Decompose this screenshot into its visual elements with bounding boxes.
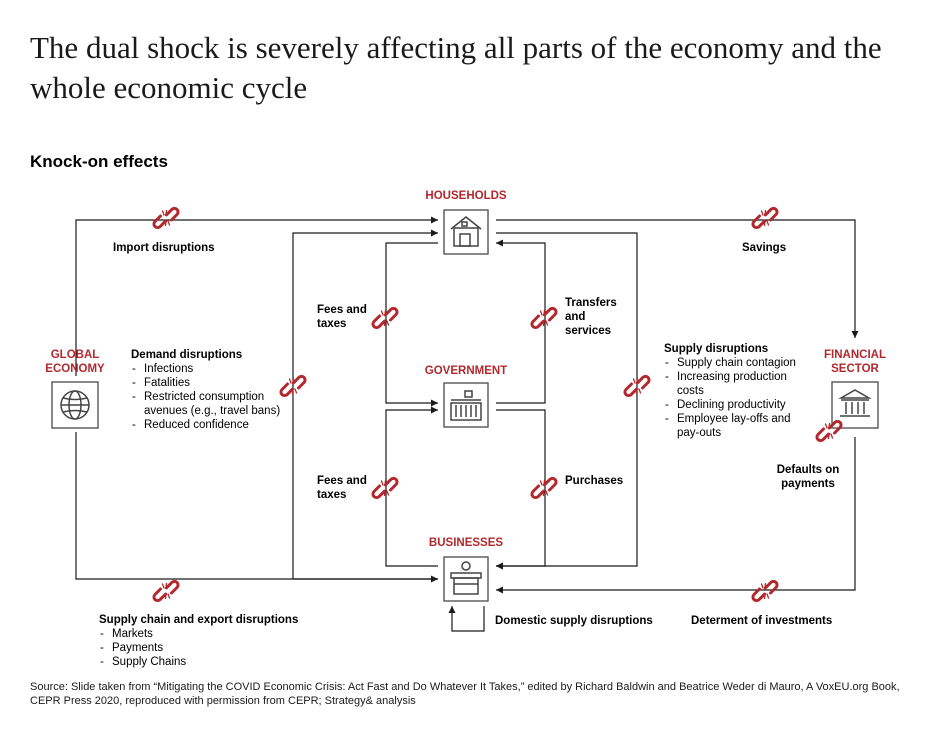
list-item: Payments	[99, 641, 339, 655]
list-item: Markets	[99, 627, 339, 641]
business-counter-icon	[450, 561, 482, 595]
government-building-icon	[450, 390, 482, 421]
list-item: Declining productivity	[664, 398, 810, 412]
node-label-global-economy: GLOBAL ECONOMY	[45, 349, 105, 375]
flow-label-import-disruptions: Import disruptions	[113, 242, 215, 254]
list-item: Restricted consumption avenues (e.g., tr…	[131, 390, 291, 418]
supply-disruptions-block: Supply disruptions Supply chain contagio…	[664, 342, 810, 440]
list-item: Employee lay-offs and pay-outs	[664, 412, 810, 440]
node-label-financial-sector: FINANCIAL SECTOR	[824, 349, 886, 375]
list-item: Supply Chains	[99, 655, 339, 669]
export-disruptions-block: Supply chain and export disruptions Mark…	[99, 613, 339, 669]
globe-icon	[60, 390, 90, 420]
list-item: Fatalities	[131, 376, 291, 390]
list-item: Supply chain contagion	[664, 356, 810, 370]
flow-label-purchases: Purchases	[565, 475, 624, 487]
broken-link-icon	[751, 206, 779, 230]
broken-link-icon	[751, 579, 779, 603]
broken-link-icon	[371, 476, 399, 500]
page-title: The dual shock is severely affecting all…	[30, 30, 882, 105]
list-item: Infections	[131, 362, 291, 376]
broken-link-icon	[152, 579, 180, 603]
flow-label-domestic-supply: Domestic supply disruptions	[495, 615, 653, 627]
diagram-subtitle: Knock-on effects	[30, 152, 168, 171]
flow-label-fees-taxes-businesses: Fees and taxes	[317, 475, 367, 501]
flow-label-transfers: Transfers and services	[565, 297, 617, 337]
flow-label-determent: Determent of investments	[691, 615, 833, 627]
flow-label-savings: Savings	[742, 242, 787, 254]
broken-link-icon	[530, 306, 558, 330]
house-icon	[450, 216, 482, 247]
broken-link-icon	[371, 306, 399, 330]
list-item: Reduced confidence	[131, 418, 291, 432]
demand-disruptions-block: Demand disruptions Infections Fatalities…	[131, 348, 291, 432]
flow-label-fees-taxes-households: Fees and taxes	[317, 304, 367, 330]
flow-label-defaults: Defaults on payments	[776, 464, 840, 490]
node-label-businesses: BUSINESSES	[428, 537, 504, 549]
supply-disruptions-heading: Supply disruptions	[664, 343, 769, 355]
node-label-government: GOVERNMENT	[424, 365, 508, 377]
demand-disruptions-heading: Demand disruptions	[131, 349, 243, 361]
source-note: Source: Slide taken from “Mitigating the…	[30, 681, 900, 707]
node-label-households: HOUSEHOLDS	[425, 190, 507, 202]
broken-link-icon	[530, 476, 558, 500]
export-disruptions-heading: Supply chain and export disruptions	[99, 614, 299, 626]
broken-link-icon	[152, 206, 180, 230]
list-item: Increasing production costs	[664, 370, 810, 398]
bank-icon	[838, 389, 872, 417]
